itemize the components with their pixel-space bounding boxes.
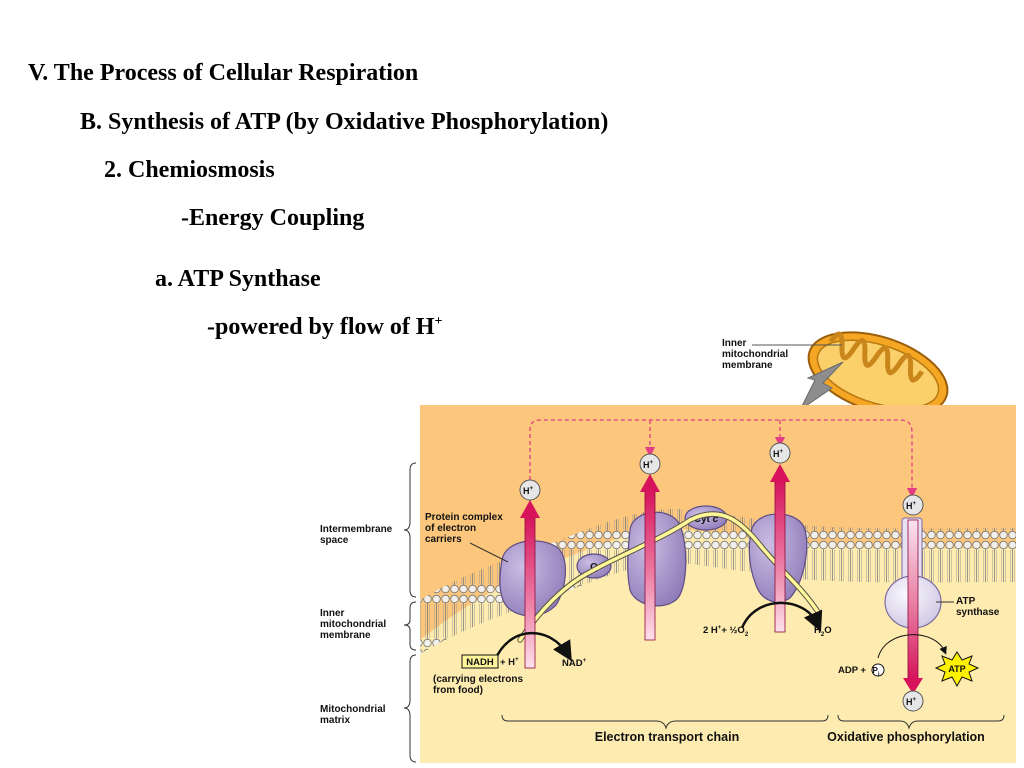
carrying-line-1: (carrying electrons — [433, 674, 524, 685]
protein-complex-pointer — [469, 542, 509, 563]
protein-complex-label: Protein complex of electron carriers — [425, 512, 503, 545]
h-ion-4: H+ — [902, 494, 924, 516]
mitochondrion-icon — [807, 331, 949, 417]
svg-text:2 H++ ½O2: 2 H++ ½O2 — [703, 625, 749, 638]
heading-energy-coupling: -Energy Coupling — [181, 205, 365, 231]
proton-pump-arrow-2 — [640, 474, 660, 641]
nad-plus-label: NAD — [562, 658, 583, 669]
intermembrane-space-label: Intermembrane space — [320, 524, 392, 546]
brace-oxidative-phosphorylation — [837, 714, 1005, 730]
h-ion-3-label: H — [773, 449, 780, 459]
h-ion-1-sup: + — [529, 486, 533, 492]
atp-synthase-line-1: ATP — [956, 596, 976, 607]
h-ion-5-sup: + — [912, 697, 916, 703]
brace-inner-membrane — [403, 601, 417, 651]
inner-membrane-line-3: membrane — [320, 630, 371, 641]
matrix-region-label: Mitochondrial matrix — [320, 704, 386, 726]
h-ion-5-label: H — [906, 697, 913, 707]
h-ion-3: H+ — [769, 442, 791, 464]
pi-label: P — [872, 666, 878, 675]
svg-text:H+: H+ — [523, 486, 534, 496]
two-h-sup: + — [718, 625, 722, 631]
h-ion-2-sup: + — [649, 460, 653, 466]
heading-powered-by: -powered by flow of H+ — [207, 314, 443, 341]
h-ion-5: H+ — [902, 690, 924, 712]
inner-membrane-bilayer — [420, 509, 1016, 654]
brace-matrix — [403, 654, 417, 763]
svg-text:H+: H+ — [773, 449, 784, 459]
water-formation-arrow — [740, 601, 823, 632]
svg-text:H2O: H2O — [814, 625, 832, 638]
carrying-line-2: from food) — [433, 685, 483, 696]
protein-complex-line-1: Protein complex — [425, 512, 503, 523]
svg-text:Cyt c: Cyt c — [694, 514, 719, 525]
inner-membrane-region-label: Inner mitochondrial membrane — [320, 608, 386, 641]
brace-intermembrane — [403, 462, 417, 598]
inner-membrane-callout-label: Inner mitochondrial membrane — [722, 338, 788, 371]
proton-return-path — [529, 419, 918, 499]
matrix-line-1: Mitochondrial — [320, 704, 386, 715]
h2o-o: O — [824, 625, 831, 636]
powered-by-superscript: + — [434, 314, 443, 329]
pi-subscript: i — [878, 672, 880, 678]
h-ion-4-sup: + — [912, 501, 916, 507]
h2o-subscript: 2 — [821, 632, 825, 638]
matrix-line-2: matrix — [320, 715, 351, 726]
nadh-plus-h-sup: + — [515, 657, 519, 663]
electron-transport-chain-label: Electron transport chain — [595, 730, 739, 744]
heading-section-v: V. The Process of Cellular Respiration — [28, 60, 419, 86]
cyt-label: Cyt — [694, 514, 711, 525]
h2o-h: H — [814, 625, 821, 636]
h-ion-2-label: H — [643, 460, 650, 470]
protein-complex-line-2: of electron — [425, 523, 477, 534]
svg-text:H+: H+ — [906, 697, 917, 707]
proton-pump-arrow-3 — [770, 464, 790, 633]
intermembrane-line-2: space — [320, 535, 349, 546]
callout-line-3: membrane — [722, 360, 773, 371]
h-ion-1: H+ — [519, 479, 541, 501]
svg-text:H+: H+ — [643, 460, 654, 470]
h-ion-3-sup: + — [779, 449, 783, 455]
protein-complex-line-3: carriers — [425, 534, 462, 545]
h-ion-2: H+ — [639, 453, 661, 475]
adp-label: ADP + — [838, 665, 867, 676]
atp-synthase-complex — [884, 517, 942, 694]
o2-subscript: 2 — [745, 632, 749, 638]
h-ion-1-label: H — [523, 486, 530, 496]
atp-starburst-icon: ATP — [934, 651, 980, 688]
oxidative-phosphorylation-label: Oxidative phosphorylation — [827, 730, 985, 744]
nadh-oxidation-arrow — [493, 631, 572, 662]
nadh-plus-h-label: + H — [500, 657, 515, 668]
inner-membrane-line-1: Inner — [320, 608, 345, 619]
nad-plus-sup: + — [583, 658, 587, 664]
svg-text:H+: H+ — [906, 501, 917, 511]
heading-item-2: 2. Chemiosmosis — [104, 157, 275, 183]
atp-synthase-label: ATP synthase — [956, 596, 999, 618]
svg-text:Pi: Pi — [872, 666, 879, 678]
proton-pump-arrow-1 — [520, 500, 540, 669]
carrying-electrons-label: (carrying electrons from food) — [433, 674, 523, 696]
atp-synthase-line-2: synthase — [956, 607, 1000, 618]
powered-by-text: -powered by flow of H — [207, 314, 435, 340]
nadh-box — [461, 654, 499, 669]
h-ion-4-label: H — [906, 501, 913, 511]
nadh-label: NADH — [466, 657, 494, 668]
brace-electron-transport-chain — [501, 714, 829, 730]
heading-subsection-b: B. Synthesis of ATP (by Oxidative Phosph… — [80, 109, 609, 135]
svg-text:+ H+: + H+ — [500, 657, 519, 668]
atp-formation-arrow — [877, 634, 947, 659]
phosphate-icon — [871, 663, 885, 677]
svg-text:NAD+: NAD+ — [562, 658, 587, 669]
intermembrane-line-1: Intermembrane — [320, 524, 393, 535]
atp-label: ATP — [948, 664, 965, 674]
callout-line-2: mitochondrial — [722, 349, 789, 360]
cyt-italic-c: c — [713, 514, 719, 525]
two-h-label: 2 H — [703, 625, 718, 636]
callout-line-1: Inner — [722, 338, 747, 349]
inner-membrane-line-2: mitochondrial — [320, 619, 387, 630]
heading-atp-synthase: a. ATP Synthase — [155, 266, 321, 292]
protein-complex-3 — [627, 511, 687, 607]
half-o2-label: + ½O — [721, 625, 745, 636]
